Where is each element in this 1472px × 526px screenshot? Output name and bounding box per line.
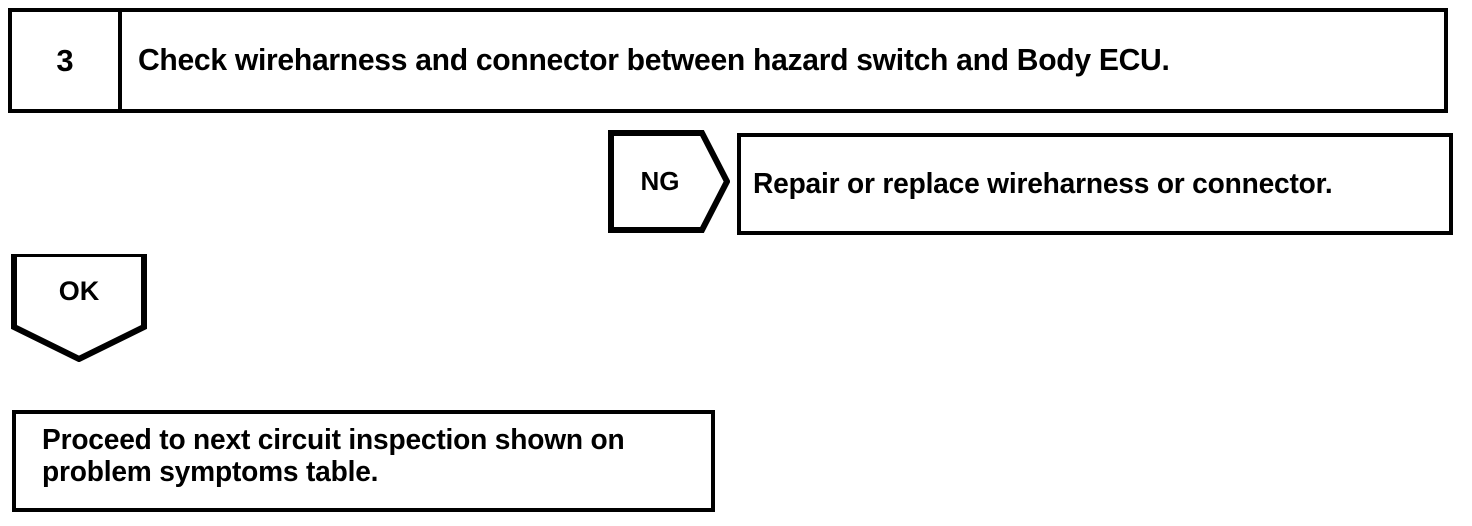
ng-result-text: Repair or replace wireharness or connect… [753, 167, 1333, 200]
ng-result-box: Repair or replace wireharness or connect… [737, 133, 1453, 235]
step-instruction-text: Check wireharness and connector between … [138, 42, 1170, 78]
ok-branch-label: OK [58, 275, 100, 306]
ok-result-text: Proceed to next circuit inspection shown… [42, 424, 625, 489]
step-header-row: 3 Check wireharness and connector betwee… [8, 8, 1448, 113]
step-instruction-cell: Check wireharness and connector between … [122, 12, 1444, 109]
ok-result-box: Proceed to next circuit inspection shown… [12, 410, 715, 512]
ng-branch-label: NG [640, 166, 680, 196]
ok-branch-tag: OK [11, 254, 147, 362]
ng-arrow-shape [608, 130, 730, 233]
ok-arrow-shape [11, 254, 147, 362]
step-number: 3 [56, 43, 74, 78]
ng-branch-tag: NG [608, 130, 730, 233]
step-number-cell: 3 [12, 12, 122, 109]
